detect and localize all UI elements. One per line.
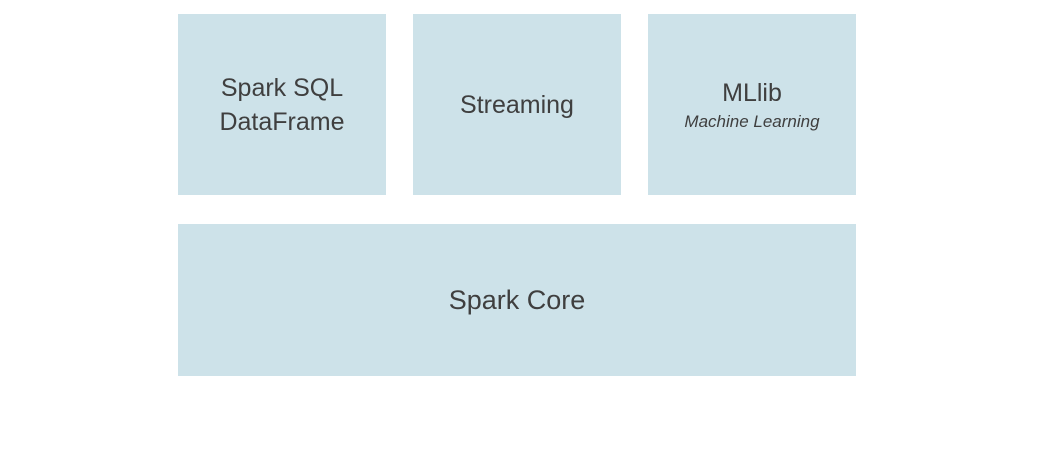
box-mllib-label: MLlib	[722, 78, 782, 107]
box-spark-sql-label-line1: Spark SQL	[220, 73, 344, 102]
box-spark-sql-label-line2: DataFrame	[219, 107, 345, 136]
box-mllib-subtitle: Machine Learning	[684, 111, 820, 131]
box-spark-sql: Spark SQL DataFrame	[178, 14, 386, 195]
box-streaming: Streaming	[413, 14, 621, 195]
box-spark-core: Spark Core	[178, 224, 856, 376]
box-streaming-label: Streaming	[460, 90, 574, 119]
box-mllib: MLlib Machine Learning	[648, 14, 856, 195]
box-spark-core-label: Spark Core	[448, 284, 586, 315]
